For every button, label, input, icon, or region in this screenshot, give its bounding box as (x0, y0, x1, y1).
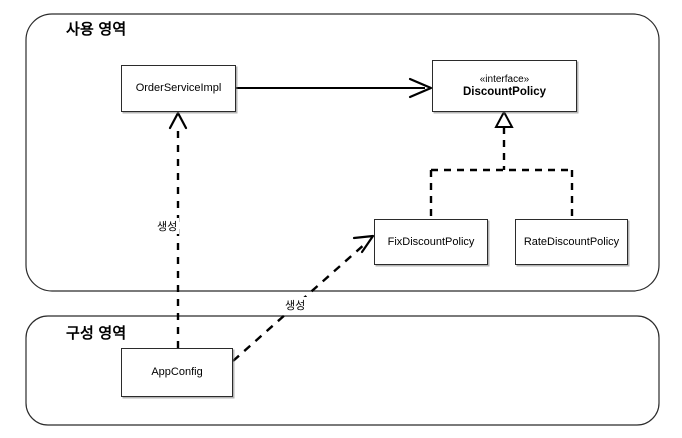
class-box-order-service-impl[interactable]: OrderServiceImpl (121, 65, 236, 112)
class-box-discount-policy[interactable]: «interface» DiscountPolicy (432, 60, 577, 112)
edge-app-config-creates-fix-discount-policy-arrowhead (352, 234, 375, 254)
class-box-fix-discount-policy[interactable]: FixDiscountPolicy (374, 219, 488, 265)
class-box-app-config[interactable]: AppConfig (121, 348, 233, 397)
edge-order-service-impl-to-discount-policy-arrowhead (408, 77, 433, 99)
class-box-discount-policy-stereotype: «interface» (479, 73, 530, 85)
edge-label-app-config-creates-order-service-impl: 생성 (155, 218, 180, 234)
edge-app-config-creates-order-service-impl-arrowhead (168, 111, 188, 130)
class-box-fix-discount-policy-label: FixDiscountPolicy (387, 235, 475, 248)
zone-title-config: 구성 영역 (66, 325, 127, 342)
class-box-rate-discount-policy-label: RateDiscountPolicy (523, 235, 620, 248)
class-box-order-service-impl-label: OrderServiceImpl (135, 82, 222, 94)
class-box-app-config-label: AppConfig (151, 366, 203, 378)
zone-container-config (25, 315, 660, 426)
class-box-rate-discount-policy[interactable]: RateDiscountPolicy (515, 219, 628, 265)
edge-label-app-config-creates-fix-discount-policy: 생성 (283, 297, 308, 313)
class-box-discount-policy-label: DiscountPolicy (462, 85, 547, 98)
zone-title-usage: 사용 영역 (66, 21, 127, 38)
